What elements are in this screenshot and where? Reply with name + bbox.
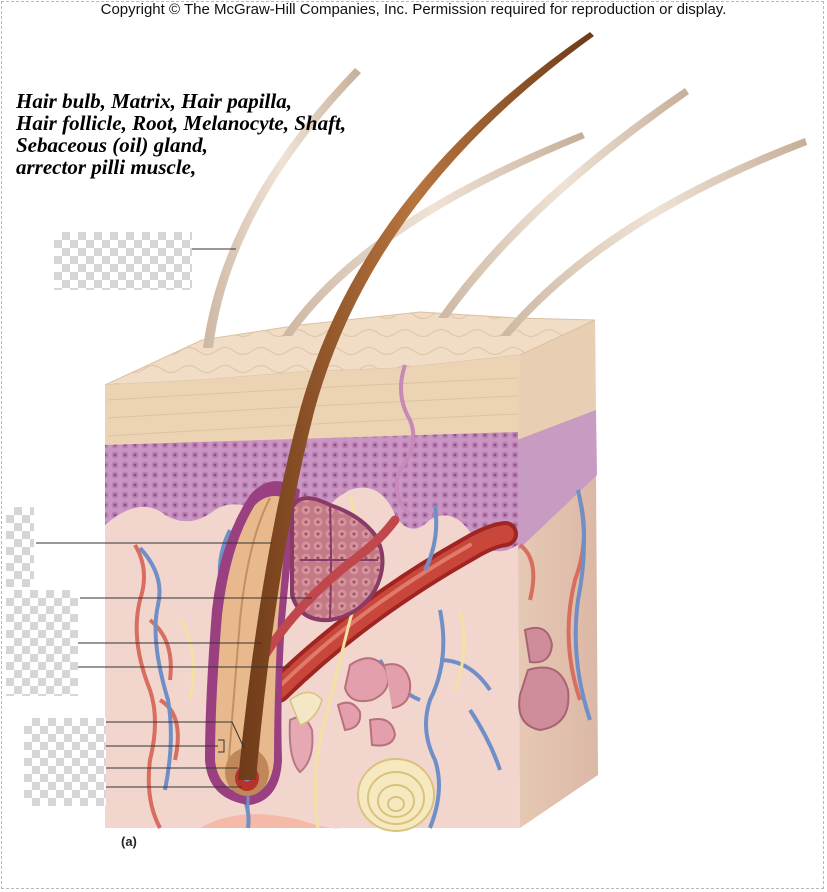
corpuscle-small bbox=[289, 691, 323, 726]
skin-surface bbox=[104, 311, 596, 386]
label-blank-root[interactable] bbox=[6, 507, 34, 587]
hairs-pale bbox=[203, 68, 807, 348]
label-blank-shaft[interactable] bbox=[54, 232, 192, 290]
term-list: Hair bulb, Matrix, Hair papilla, Hair fo… bbox=[16, 90, 346, 178]
copyright-notice: Copyright © The McGraw-Hill Companies, I… bbox=[100, 1, 727, 18]
hair-shaft bbox=[238, 32, 594, 780]
term-line-3: Sebaceous (oil) gland, bbox=[16, 133, 208, 157]
term-line-4: arrector pilli muscle, bbox=[16, 155, 197, 179]
lamellated-corpuscle bbox=[357, 758, 435, 832]
term-line-2: Hair follicle, Root, Melanocyte, Shaft, bbox=[16, 111, 347, 135]
skin-block-side bbox=[516, 318, 598, 828]
stratum-basale bbox=[105, 432, 518, 552]
label-blank-sebaceous[interactable] bbox=[6, 590, 78, 696]
sweat-duct bbox=[394, 364, 416, 517]
label-blank-bulb[interactable] bbox=[24, 718, 106, 806]
artery bbox=[265, 521, 518, 703]
figure-label: (a) bbox=[121, 834, 137, 849]
arrector-pili-muscle bbox=[260, 515, 400, 660]
term-line-1: Hair bulb, Matrix, Hair papilla, bbox=[16, 89, 292, 113]
sweat-glands bbox=[288, 626, 570, 774]
fat-lobule bbox=[200, 814, 340, 829]
leader-lines bbox=[36, 248, 312, 788]
veins bbox=[138, 489, 592, 829]
